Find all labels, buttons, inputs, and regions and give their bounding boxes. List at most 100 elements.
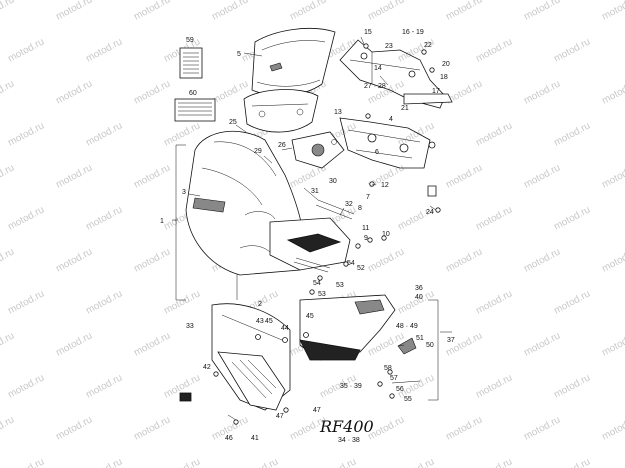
- callout-45-b: 45: [306, 313, 314, 320]
- callout-52: 52: [357, 265, 365, 272]
- watermark-text: motod.ru: [132, 414, 172, 442]
- callout-44: 44: [281, 325, 289, 332]
- watermark-text: motod.ru: [396, 36, 436, 64]
- watermark-text: motod.ru: [366, 0, 406, 23]
- watermark-text: motod.ru: [366, 246, 406, 274]
- callout-13: 13: [334, 109, 342, 116]
- watermark-text: motod.ru: [54, 0, 94, 23]
- watermark-text: motod.ru: [444, 0, 484, 23]
- callout-24: 24: [426, 209, 434, 216]
- callout-42: 42: [203, 364, 211, 371]
- watermark-text: motod.ru: [6, 456, 46, 468]
- callout-23: 23: [385, 43, 393, 50]
- watermark-text: motod.ru: [132, 0, 172, 23]
- callout-48-49: 48 · 49: [396, 323, 418, 330]
- watermark-text: motod.ru: [318, 456, 358, 468]
- watermark-text: motod.ru: [600, 162, 625, 190]
- callout-53-b: 53: [318, 291, 326, 298]
- watermark-text: motod.ru: [522, 414, 562, 442]
- callout-10: 10: [382, 231, 390, 238]
- callout-51: 51: [416, 335, 424, 342]
- callout-18: 18: [440, 74, 448, 81]
- watermark-text: motod.ru: [6, 288, 46, 316]
- callout-22: 22: [424, 42, 432, 49]
- inner-panel: [243, 89, 319, 133]
- callout-41: 41: [251, 435, 259, 442]
- callout-36: 36: [415, 285, 423, 292]
- watermark-text: motod.ru: [474, 204, 514, 232]
- callout-46: 46: [225, 435, 233, 442]
- callout-7: 7: [366, 194, 370, 201]
- callout-25: 25: [229, 119, 237, 126]
- watermark-text: motod.ru: [474, 36, 514, 64]
- callout-56: 56: [396, 386, 404, 393]
- decal-59: [179, 47, 203, 79]
- callout-58: 58: [384, 365, 392, 372]
- callout-43: 43: [256, 318, 264, 325]
- watermark-text: motod.ru: [162, 120, 202, 148]
- watermark-text: motod.ru: [132, 246, 172, 274]
- callout-29: 29: [254, 148, 262, 155]
- watermark-text: motod.ru: [522, 78, 562, 106]
- watermark-text: motod.ru: [162, 456, 202, 468]
- watermark-text: motod.ru: [552, 36, 592, 64]
- callouts: 1 2 3 4 5 6 7 8 9 10 11 12 13 14 15 16 -…: [160, 29, 455, 444]
- callout-9: 9: [364, 235, 368, 242]
- watermark-text: motod.ru: [132, 330, 172, 358]
- watermark-text: motod.ru: [600, 0, 625, 23]
- watermark-text: motod.ru: [0, 330, 16, 358]
- fairing-stay: [339, 117, 437, 197]
- callout-57: 57: [390, 375, 398, 382]
- watermark-text: motod.ru: [600, 330, 625, 358]
- watermark-text: motod.ru: [54, 162, 94, 190]
- watermark-text: motod.ru: [444, 162, 484, 190]
- watermark-text: motod.ru: [210, 0, 250, 23]
- watermark-text: motod.ru: [552, 288, 592, 316]
- lower-cowl: [299, 294, 396, 361]
- watermark-text: motod.ru: [6, 36, 46, 64]
- watermark-text: motod.ru: [474, 288, 514, 316]
- callout-21: 21: [401, 105, 409, 112]
- hardware: [213, 43, 441, 425]
- watermark-text: motod.ru: [600, 414, 625, 442]
- watermark-text: motod.ru: [162, 288, 202, 316]
- callout-35-39: 35 · 39: [340, 383, 362, 390]
- watermark-text: motod.ru: [474, 372, 514, 400]
- callout-11: 11: [362, 225, 369, 232]
- callout-60: 60: [189, 90, 197, 97]
- callout-6: 6: [375, 149, 379, 156]
- watermark-text: motod.ru: [600, 78, 625, 106]
- callout-31: 31: [311, 188, 319, 195]
- watermark-text: motod.ru: [0, 162, 16, 190]
- rf400-emblem: RF400: [179, 392, 374, 436]
- callout-54-b: 54: [313, 280, 321, 287]
- watermark-text: motod.ru: [552, 120, 592, 148]
- callout-8: 8: [358, 205, 362, 212]
- callout-55: 55: [404, 396, 412, 403]
- callout-20: 20: [442, 61, 450, 68]
- watermark-text: motod.ru: [552, 456, 592, 468]
- watermark-text: motod.ru: [84, 372, 124, 400]
- callout-26: 26: [278, 142, 286, 149]
- under-panel: [211, 303, 291, 411]
- watermark-text: motod.ru: [0, 0, 16, 23]
- watermark-text: motod.ru: [54, 246, 94, 274]
- watermark-text: motod.ru: [54, 78, 94, 106]
- watermark-text: motod.ru: [6, 204, 46, 232]
- callout-17: 17: [432, 88, 440, 95]
- watermark-text: motod.ru: [84, 120, 124, 148]
- upper-stay: [339, 39, 453, 109]
- watermark-text: motod.ru: [444, 246, 484, 274]
- watermark-text: motod.ru: [474, 120, 514, 148]
- callout-37: 37: [447, 337, 455, 344]
- watermark-text: motod.ru: [54, 414, 94, 442]
- watermark-text: motod.ru: [0, 414, 16, 442]
- callout-27-28: 27 · 28: [364, 83, 386, 90]
- callout-32: 32: [345, 201, 353, 208]
- watermark-text: motod.ru: [54, 330, 94, 358]
- watermark-text: motod.ru: [444, 330, 484, 358]
- callout-40: 40: [415, 294, 423, 301]
- watermark-text: motod.ru: [522, 330, 562, 358]
- watermark-text: motod.ru: [6, 120, 46, 148]
- callout-16-19: 16 - 19: [402, 29, 424, 36]
